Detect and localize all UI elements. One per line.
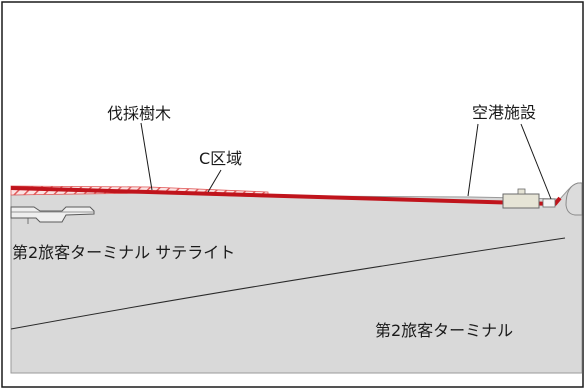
- leader-line-airport-facility-2: [520, 123, 552, 200]
- ground-edge-bump: [565, 182, 583, 216]
- ground-area: [10, 182, 583, 374]
- leader-line-tree-felling: [140, 122, 153, 191]
- label-tree-felling: 伐採樹木: [107, 104, 171, 123]
- terminal-roof-line: [10, 237, 566, 330]
- satellite-building: [10, 206, 95, 224]
- airport-facility-box: [502, 193, 540, 209]
- airport-facility-cap: [517, 188, 526, 195]
- leader-line-zone-c: [207, 169, 222, 193]
- leader-line-airport-facility-1: [467, 123, 479, 197]
- label-zone-c: C区域: [199, 149, 242, 168]
- label-airport-facility: 空港施設: [472, 103, 536, 122]
- label-satellite-terminal: 第2旅客ターミナル サテライト: [12, 243, 235, 262]
- label-terminal-2: 第2旅客ターミナル: [375, 321, 513, 340]
- airport-facility-antenna: [542, 198, 556, 208]
